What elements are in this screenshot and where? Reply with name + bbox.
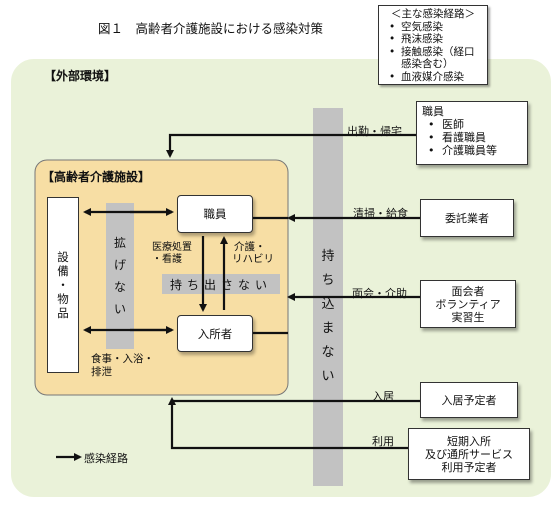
legend-list: 空気感染 飛沫感染 接触感染（経口感染含む） 血液媒介感染 xyxy=(383,21,483,84)
equipment-char: 備 xyxy=(57,264,69,278)
contractor-text: 委託業者 xyxy=(445,211,489,225)
medical-care-line: ・看護 xyxy=(152,254,182,265)
do-not-spread-char: げ xyxy=(113,258,126,272)
visitors-text: ボランティア xyxy=(435,297,501,311)
short-stay-users-text: 短期入所 xyxy=(447,434,491,448)
do-not-bring-in-bar: 持 ち 込 ま な い xyxy=(313,108,343,486)
contractor-box: 委託業者 xyxy=(420,199,514,237)
prospective-residents-box: 入居予定者 xyxy=(420,382,518,418)
equipment-char: 物 xyxy=(57,292,69,306)
equipment-box: 設 備 ・ 物 品 xyxy=(47,197,79,373)
external-environment-label: 【外部環境】 xyxy=(44,69,117,83)
equipment-char: 品 xyxy=(57,306,69,320)
do-not-bring-in-char: 持 xyxy=(321,249,335,264)
facility-label: 【高齢者介護施設】 xyxy=(42,170,151,184)
external-staff-item: 看護職員 xyxy=(428,131,497,144)
legend-item: 接触感染（経口感染含む） xyxy=(389,46,483,71)
external-staff-item: 介護職員等 xyxy=(428,144,497,157)
staff-node: 職員 xyxy=(177,195,253,233)
external-staff-item: 医師 xyxy=(428,118,497,131)
nursing-rehab-label: 介護・ リハビリ xyxy=(232,241,274,265)
nursing-rehab-line: 介護・ xyxy=(234,241,266,253)
do-not-bring-in-char: ま xyxy=(321,321,335,336)
infection-route-legend-label: 感染経路 xyxy=(84,452,128,465)
short-stay-users-text: 利用予定者 xyxy=(441,460,497,474)
equipment-char: ・ xyxy=(57,278,69,292)
visitors-box: 面会者 ボランティア 実習生 xyxy=(420,280,516,328)
do-not-carry-out-bar: 持ち出さない xyxy=(162,274,280,294)
do-not-spread-char: 拡 xyxy=(113,236,126,250)
route-label-visit-assist: 面会・介助 xyxy=(352,287,407,300)
figure-title: 図１ 高齢者介護施設における感染対策 xyxy=(98,21,324,36)
short-stay-users-box: 短期入所 及び通所サービス 利用予定者 xyxy=(408,428,530,480)
external-staff-box: 職員 医師 看護職員 介護職員等 xyxy=(416,101,528,165)
route-label-move-in: 入居 xyxy=(372,390,394,403)
infection-route-legend-box: ＜主な感染経路＞ 空気感染 飛沫感染 接触感染（経口感染含む） 血液媒介感染 xyxy=(378,5,488,85)
prospective-residents-text: 入居予定者 xyxy=(441,393,497,407)
resident-node: 入所者 xyxy=(177,315,253,352)
do-not-spread-bar: 拡 げ な い xyxy=(106,203,134,349)
visitors-text: 実習生 xyxy=(451,310,485,324)
medical-care-line: 医療処置 xyxy=(152,242,192,253)
legend-item: 血液媒介感染 xyxy=(389,71,483,84)
do-not-spread-char: い xyxy=(113,302,126,316)
nursing-rehab-line: リハビリ xyxy=(232,253,274,265)
legend-title: ＜主な感染経路＞ xyxy=(391,8,475,20)
visitors-text: 面会者 xyxy=(451,284,485,298)
do-not-bring-in-char: い xyxy=(321,369,335,384)
do-not-spread-char: な xyxy=(113,280,126,294)
short-stay-users-text: 及び通所サービス xyxy=(425,447,513,461)
medical-care-label: 医療処置 ・看護 xyxy=(152,242,192,266)
meals-bathing-label: 食事・入浴・ 排泄 xyxy=(91,353,154,379)
external-staff-title: 職員 xyxy=(422,105,444,118)
legend-item: 飛沫感染 xyxy=(389,33,483,46)
route-label-use: 利用 xyxy=(372,435,394,448)
route-label-commute: 出勤・帰宅 xyxy=(347,125,402,138)
meals-bathing-line: 排泄 xyxy=(91,366,112,378)
do-not-bring-in-char: ち xyxy=(321,273,335,288)
legend-item: 空気感染 xyxy=(389,21,483,34)
equipment-char: 設 xyxy=(57,250,69,264)
route-label-cleaning-meals: 清掃・給食 xyxy=(353,207,408,220)
do-not-bring-in-char: な xyxy=(321,345,335,360)
external-staff-list: 医師 看護職員 介護職員等 xyxy=(422,118,497,157)
meals-bathing-line: 食事・入浴・ xyxy=(91,353,154,365)
do-not-bring-in-char: 込 xyxy=(321,297,335,312)
